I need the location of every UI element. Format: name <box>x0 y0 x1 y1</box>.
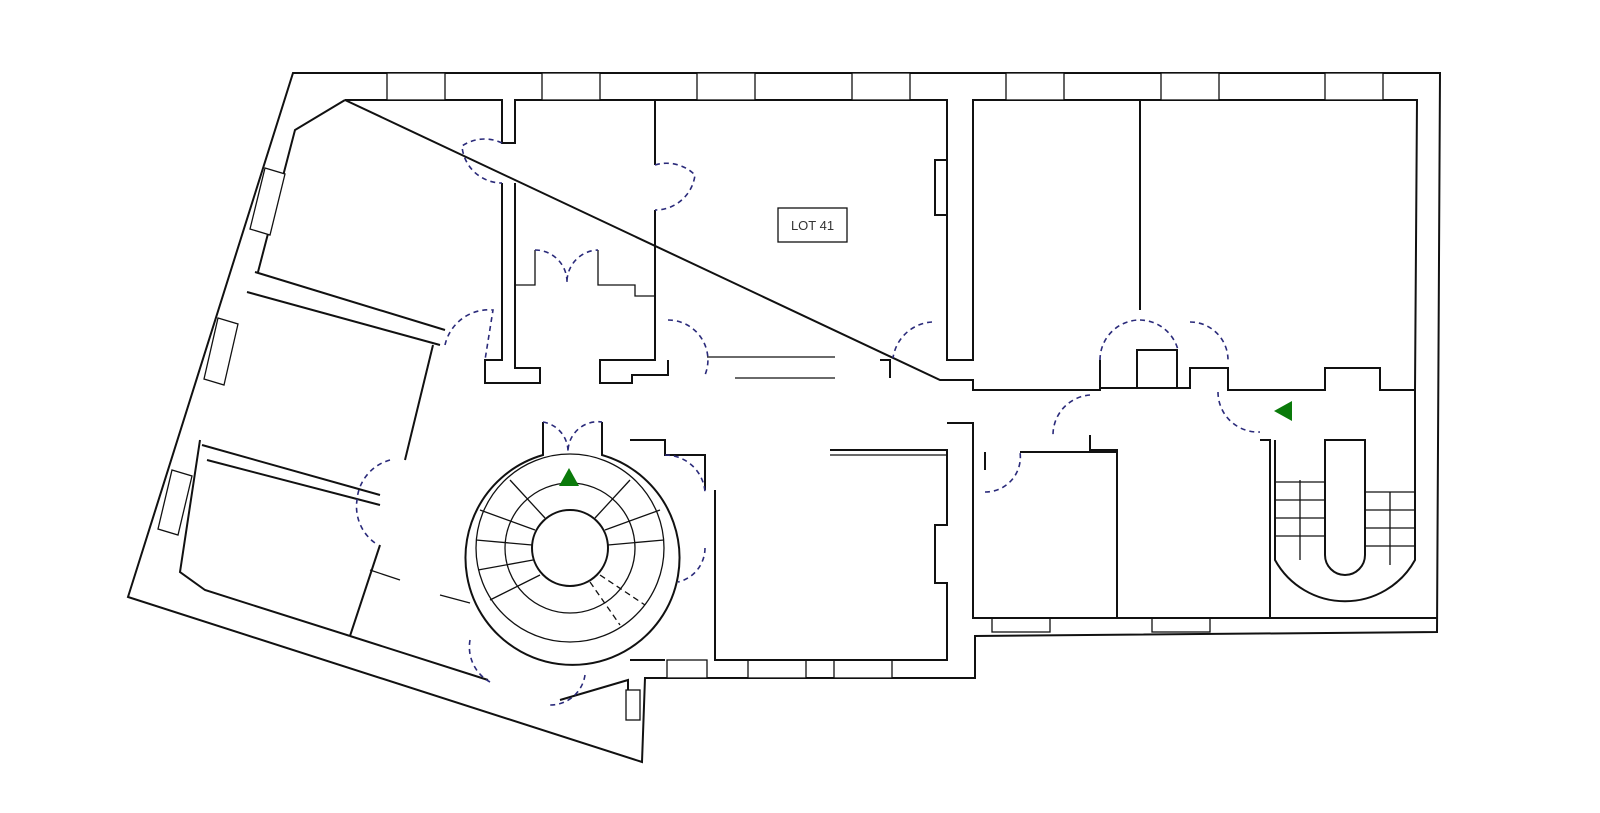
door-swings <box>355 138 1261 706</box>
window <box>203 317 239 386</box>
window <box>991 617 1051 633</box>
outer-walls <box>126 72 1442 764</box>
window <box>157 469 193 536</box>
entrance-marker-up <box>559 468 579 486</box>
window <box>1151 617 1211 633</box>
window <box>747 659 807 679</box>
interior-walls <box>349 100 1437 661</box>
window <box>833 659 893 679</box>
window <box>249 167 286 236</box>
window <box>666 659 708 679</box>
window <box>1160 72 1220 101</box>
window <box>625 689 641 721</box>
window <box>696 72 756 101</box>
window <box>1324 72 1384 101</box>
windows <box>157 72 1384 721</box>
lot-label-text: LOT 41 <box>791 218 834 233</box>
window <box>851 72 911 101</box>
window <box>1005 72 1065 101</box>
window <box>541 72 601 101</box>
lot-label: LOT 41 <box>777 207 848 243</box>
service-staircase <box>1274 390 1416 603</box>
entrance-marker-left <box>1274 401 1292 421</box>
spiral-staircase <box>464 422 681 666</box>
window <box>386 72 446 101</box>
